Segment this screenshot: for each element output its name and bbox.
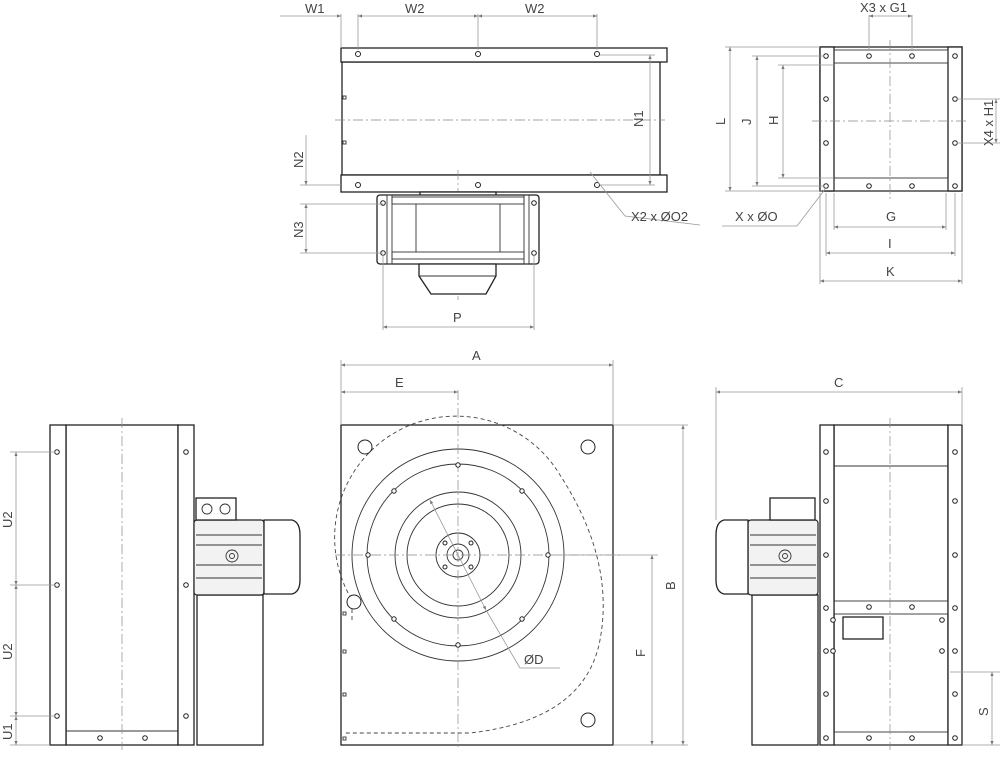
- dim-od: ØD: [524, 652, 544, 667]
- right-side-view: [715, 418, 963, 750]
- dim-w1: W1: [305, 1, 325, 16]
- dim-x3-g1: X3 x G1: [860, 0, 907, 15]
- dim-w2: W2: [405, 1, 425, 16]
- top-view: [335, 47, 668, 300]
- dim-f: F: [633, 649, 648, 657]
- dim-e: E: [395, 375, 404, 390]
- dim-n2: N2: [291, 151, 306, 168]
- dim-w2: W2: [525, 1, 545, 16]
- dim-g: G: [886, 209, 896, 224]
- dim-s: S: [976, 707, 991, 716]
- dim-n1: N1: [631, 110, 646, 127]
- dim-j: J: [739, 119, 754, 126]
- dim-c: C: [834, 375, 843, 390]
- dim-a: A: [472, 348, 481, 363]
- dim-b: B: [663, 581, 678, 590]
- top-view-dimensions: W1 W2 W2 N1 N2 N3 X2 x ØO2 P: [280, 1, 701, 330]
- dim-n3: N3: [291, 221, 306, 238]
- dim-x-o: X x ØO: [735, 209, 778, 224]
- outlet-view: [812, 40, 968, 200]
- dim-i: I: [888, 236, 892, 251]
- dim-k: K: [886, 264, 895, 279]
- dim-u2: U2: [0, 511, 15, 528]
- dim-h: H: [766, 116, 781, 125]
- left-side-view: [49, 418, 301, 750]
- dim-l: L: [713, 118, 728, 125]
- left-side-dimensions: U2 U2 U1: [0, 451, 55, 746]
- dim-u1: U1: [0, 723, 15, 740]
- right-side-dimensions: C S: [715, 375, 1000, 746]
- dim-p: P: [453, 310, 462, 325]
- dim-u2: U2: [0, 643, 15, 660]
- dim-x4-h1: X4 x H1: [981, 100, 996, 146]
- front-view: [334, 390, 620, 750]
- dim-x2-o2: X2 x ØO2: [631, 209, 688, 224]
- front-view-dimensions: A E B F ØD: [340, 348, 688, 746]
- outlet-dimensions: X3 x G1 L J H X4 x H1 X x ØO G I K: [713, 0, 1000, 284]
